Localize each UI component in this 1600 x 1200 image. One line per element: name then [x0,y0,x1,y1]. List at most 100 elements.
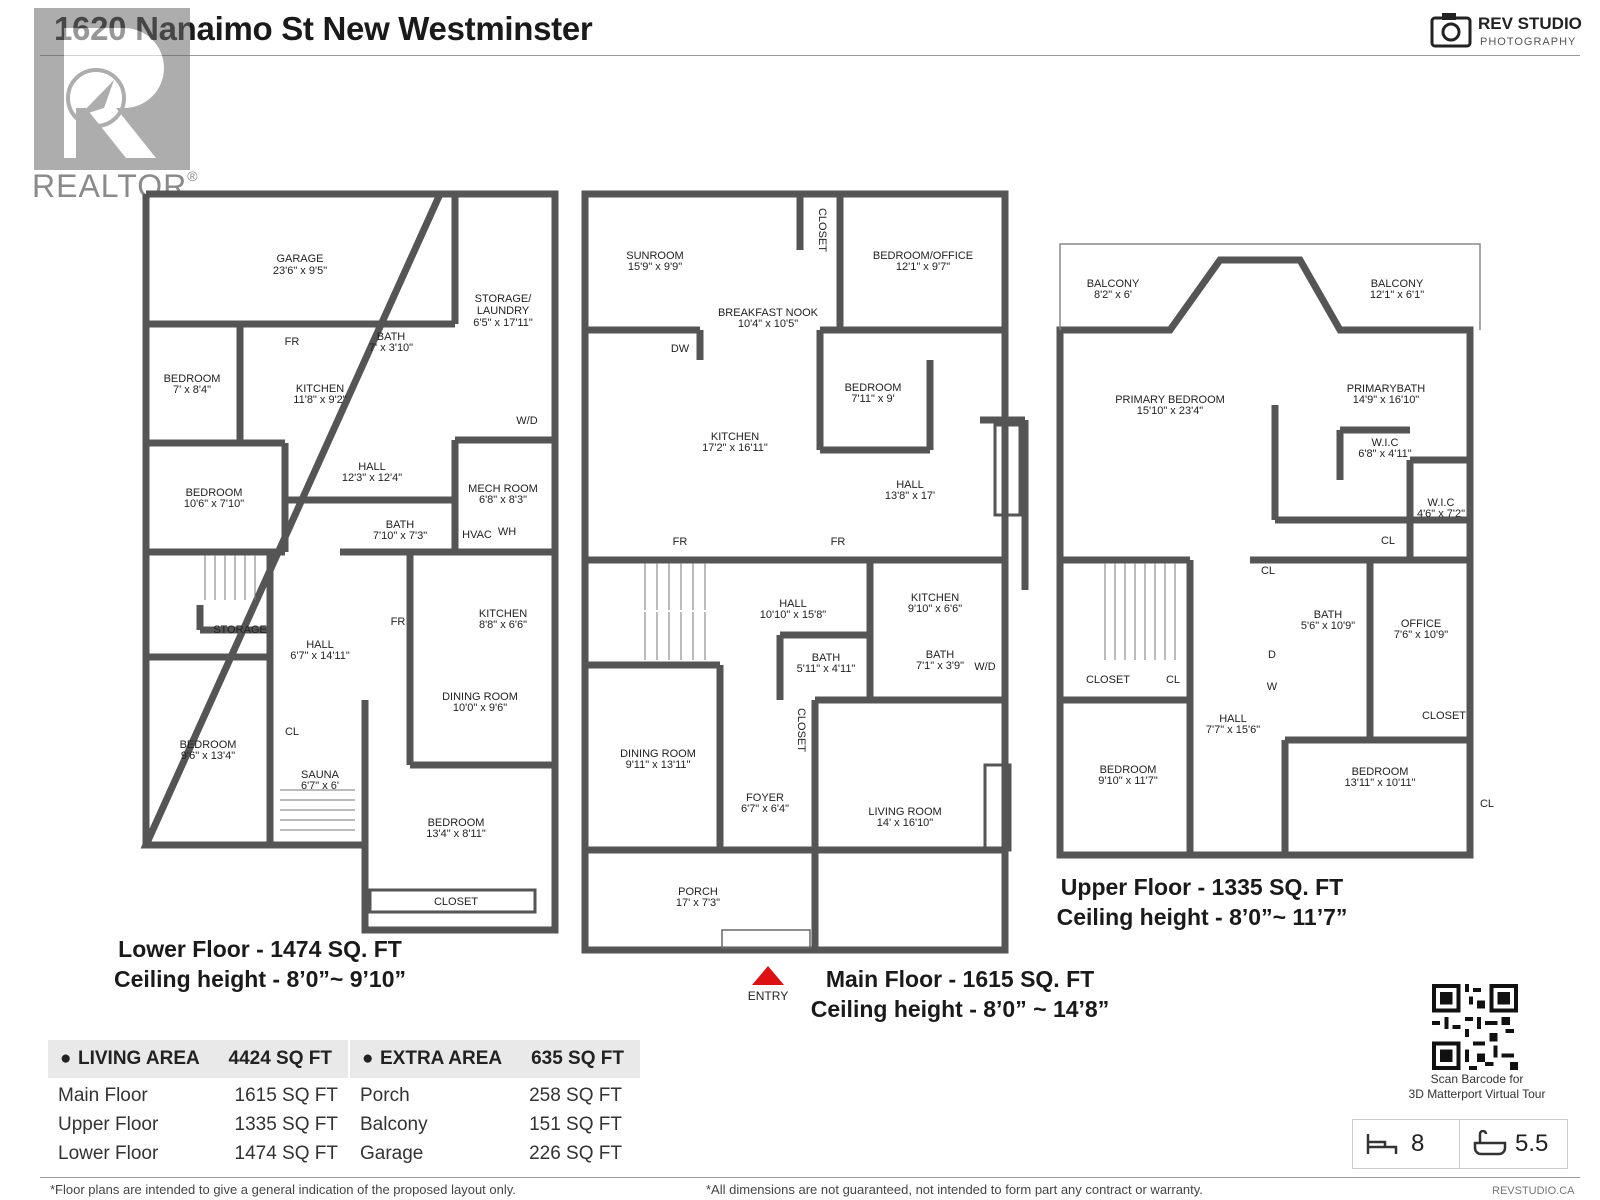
room-dim: 9'10" x 6'6" [908,603,962,615]
closet-label: CLOSET [795,708,807,752]
room-name: LIVING ROOM [868,806,941,818]
room-name: BREAKFAST NOOK [718,307,819,319]
room-dim: 7'6" x 10'9" [1394,629,1448,641]
row-label: Main Floor [58,1085,148,1106]
room-name: FOYER [746,792,784,804]
bathtub-icon [1473,1130,1507,1156]
room-dim: 15'10" x 23'4" [1137,405,1204,417]
table-row: Garage 226 SQ FT [360,1143,632,1172]
fridge-label: FR [391,616,406,628]
main-floor-ceiling: Ceiling height - 8’0” ~ 14’8” [811,996,1109,1022]
lower-floor-caption: Lower Floor - 1474 SQ. FT [118,936,402,962]
living-area-label: LIVING AREA [78,1048,200,1069]
room-name: BEDROOM [1352,766,1409,778]
closet-label: CLOSET [434,896,478,908]
room-dim: 8'8" x 6'6" [479,619,527,631]
upper-outer-wall [1056,256,1474,859]
qr-code[interactable] [1432,984,1518,1070]
upper-room-labels: BALCONY 8'2" x 6' BALCONY 12'1" x 6'1" P… [1086,278,1494,810]
room-name: BALCONY [1087,278,1140,290]
room-dim: 10'6" x 7'10" [184,498,244,510]
main-stairs [644,563,706,660]
room-dim: 11'8" x 9'2" [293,394,346,406]
room-name: BATH [377,331,406,343]
row-label: Lower Floor [58,1143,159,1164]
room-dim: 5'6" x 10'9" [1301,620,1355,632]
room-dim: 6'7" x 6' [301,780,339,792]
room-name: HALL [358,461,386,473]
room-dim: 17'2" x 16'11" [702,442,768,454]
closet-label: CL [1480,798,1494,810]
beds-count: 8 [1411,1130,1425,1157]
room-dim: 6'7" x 6'4" [741,803,789,815]
hvac-label: HVAC [462,529,492,541]
footer-website[interactable]: REVSTUDIO.CA [1492,1185,1575,1197]
room-name: PRIMARY BEDROOM [1115,394,1225,406]
washer-dryer-label: W/D [516,415,537,427]
room-name: DINING ROOM [620,748,696,760]
room-name: PRIMARYBATH [1347,383,1425,395]
table-row: Main Floor 1615 SQ FT [58,1085,348,1114]
room-dim: 9'10" x 11'7" [1098,775,1158,787]
room-name: KITCHEN [711,431,759,443]
dishwasher-label: DW [671,343,690,355]
room-name: W.I.C [1428,497,1455,509]
room-name: DINING ROOM [442,691,518,703]
room-dim: 6'7" x 14'11" [290,650,350,662]
room-name: HALL [1219,713,1247,725]
room-name: BEDROOM [186,487,243,499]
room-name: BATH [386,519,415,531]
table-row: Balcony 151 SQ FT [360,1114,632,1143]
main-outer-wall [581,190,1009,954]
bullet-icon: ● [60,1048,72,1069]
footer-disclaimer-left: *Floor plans are intended to give a gene… [50,1182,516,1197]
lower-floor-ceiling: Ceiling height - 8’0”~ 9’10” [114,966,406,992]
row-value: 151 SQ FT [529,1114,622,1135]
room-name: BEDROOM [164,373,221,385]
room-dim: 10'0" x 9'6" [453,702,507,714]
room-name: BEDROOM [1100,764,1157,776]
room-dim: 9'11" x 13'11" [626,759,691,771]
realtor-label: REALTOR [32,168,188,204]
room-name: HALL [896,479,924,491]
room-dim: 15'9" x 9'9" [628,261,682,273]
stats-divider [1459,1120,1460,1168]
room-dim: 12'1" x 9'7" [896,261,950,273]
closet-label: CLOSET [816,208,828,252]
fridge-label: FR [831,536,846,548]
extra-area-header: ● EXTRA AREA 635 SQ FT [350,1040,640,1078]
studio-subtitle: PHOTOGRAPHY [1480,36,1577,48]
room-dim: 13'8" x 17' [885,490,935,502]
lower-stairs [204,555,355,831]
room-dim: 12'3" x 12'4" [342,472,402,484]
room-dim: 10'10" x 15'8" [760,609,827,621]
room-dim: 17' x 7'3" [676,897,720,909]
living-area-rows: Main Floor 1615 SQ FT Upper Floor 1335 S… [58,1085,348,1172]
closet-label: CLOSET [1086,674,1130,686]
realtor-mark: ® [187,168,199,184]
table-row: Lower Floor 1474 SQ FT [58,1143,348,1172]
footer-divider [40,1177,1580,1178]
row-label: Balcony [360,1114,428,1135]
row-value: 1615 SQ FT [234,1085,339,1106]
closet-label: CL [285,726,299,738]
room-dim: 5'11" x 4'11" [797,663,856,675]
room-name: BATH [1314,609,1343,621]
fridge-label: FR [673,536,688,548]
qr-caption-line1: Scan Barcode for [1430,1072,1524,1086]
room-name: KITCHEN [479,608,527,620]
row-value: 1335 SQ FT [234,1114,339,1135]
qr-caption-line2: 3D Matterport Virtual Tour [1408,1087,1546,1101]
table-row: Upper Floor 1335 SQ FT [58,1114,348,1143]
upper-floor-caption: Upper Floor - 1335 SQ. FT [1061,874,1343,900]
washer-dryer-label: W/D [974,661,995,673]
room-name: SAUNA [301,769,340,781]
room-name: BEDROOM [428,817,485,829]
living-area-total: 4424 SQ FT [228,1048,333,1069]
row-value: 258 SQ FT [529,1085,622,1106]
room-dim: 7'1" x 3'9" [916,660,964,672]
room-dim: 7' x 3'10" [369,342,413,354]
row-value: 1474 SQ FT [234,1143,339,1164]
room-name: SUNROOM [626,250,683,262]
room-dim: 6'5" x 17'11" [473,317,533,329]
